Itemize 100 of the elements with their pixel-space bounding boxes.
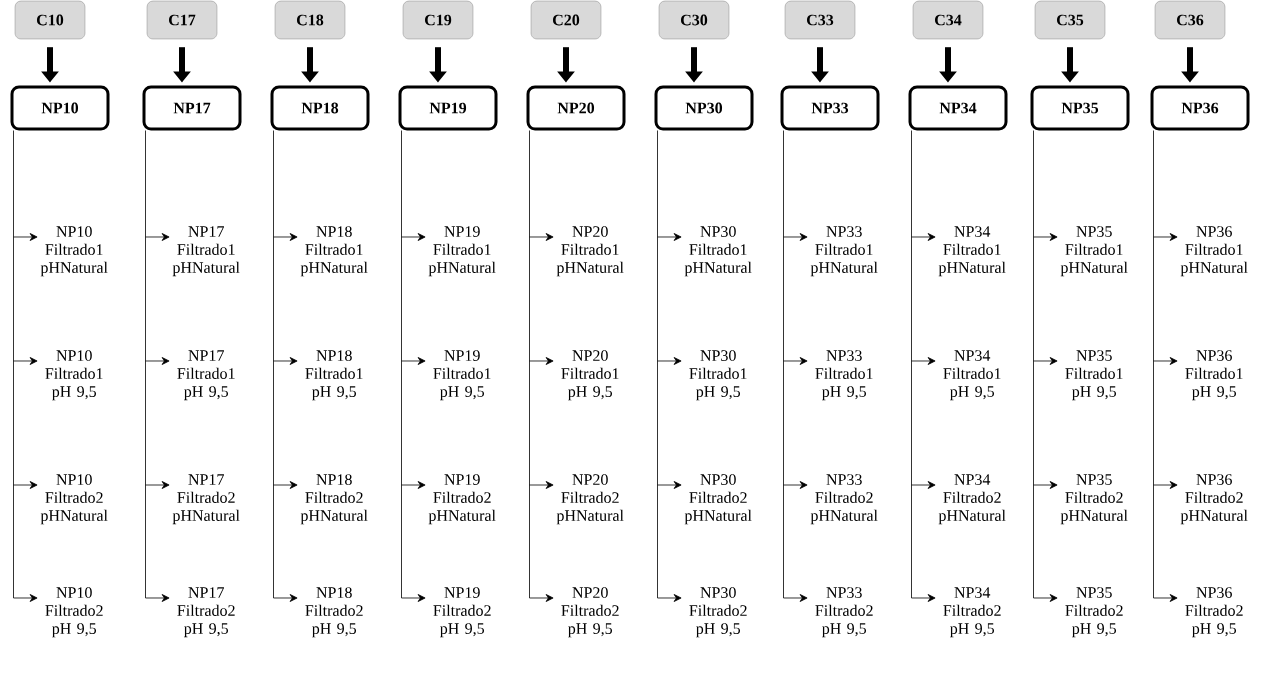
sample-box: NP19 xyxy=(398,85,498,131)
sample-label: NP34 Filtrado2 pHNatural xyxy=(938,474,1006,525)
sample-label: NP33 Filtrado2 pHNatural xyxy=(810,474,878,525)
branch-arrow xyxy=(911,233,936,241)
branch-arrow xyxy=(1153,357,1178,365)
branch-arrow xyxy=(529,594,554,602)
sample-label: NP10 Filtrado1 pHNatural xyxy=(40,226,108,277)
sample-label: NP17 Filtrado1 pH 9,5 xyxy=(177,350,235,401)
branch-arrow xyxy=(1153,594,1178,602)
sample-label: NP10 Filtrado2 pH 9,5 xyxy=(45,587,103,638)
sample-box: NP36 xyxy=(1150,85,1250,131)
sample-label: NP30 Filtrado2 pHNatural xyxy=(684,474,752,525)
branch-arrow xyxy=(401,481,426,489)
branch-arrow xyxy=(1033,481,1058,489)
branch-arrow xyxy=(401,233,426,241)
sample-label: NP19 Filtrado1 pHNatural xyxy=(428,226,496,277)
branch-arrow xyxy=(911,357,936,365)
branch-arrow xyxy=(657,357,682,365)
trunk-line xyxy=(13,130,14,599)
sample-label: NP20 Filtrado1 pH 9,5 xyxy=(561,350,619,401)
sample-label: NP36 Filtrado2 pH 9,5 xyxy=(1185,587,1243,638)
branch-arrow xyxy=(783,594,808,602)
label-box: C18 xyxy=(274,0,346,40)
sample-label: NP34 Filtrado1 pH 9,5 xyxy=(943,350,1001,401)
trunk-line xyxy=(273,130,274,599)
branch-arrow xyxy=(401,594,426,602)
sample-label: NP18 Filtrado1 pH 9,5 xyxy=(305,350,363,401)
sample-label: NP35 Filtrado1 pH 9,5 xyxy=(1065,350,1123,401)
sample-label: NP17 Filtrado1 pHNatural xyxy=(172,226,240,277)
branch-arrow xyxy=(783,357,808,365)
branch-arrow xyxy=(911,594,936,602)
sample-label: NP18 Filtrado2 pH 9,5 xyxy=(305,587,363,638)
branch-arrow xyxy=(145,594,170,602)
trunk-line xyxy=(401,130,402,599)
sample-box: NP10 xyxy=(10,85,110,131)
label-box: C30 xyxy=(658,0,730,40)
sample-label: NP10 Filtrado1 pH 9,5 xyxy=(45,350,103,401)
branch-arrow xyxy=(783,481,808,489)
sample-box: NP17 xyxy=(142,85,242,131)
label-box: C33 xyxy=(784,0,856,40)
branch-arrow xyxy=(911,481,936,489)
sample-label: NP30 Filtrado1 pHNatural xyxy=(684,226,752,277)
sample-label: NP34 Filtrado1 pHNatural xyxy=(938,226,1006,277)
sample-box: NP34 xyxy=(908,85,1008,131)
branch-arrow xyxy=(145,233,170,241)
sample-label: NP35 Filtrado2 pHNatural xyxy=(1060,474,1128,525)
branch-arrow xyxy=(657,233,682,241)
sample-label: NP33 Filtrado1 pH 9,5 xyxy=(815,350,873,401)
branch-arrow xyxy=(529,357,554,365)
branch-arrow xyxy=(13,357,38,365)
sample-label: NP33 Filtrado1 pHNatural xyxy=(810,226,878,277)
branch-arrow xyxy=(273,357,298,365)
sample-label: NP17 Filtrado2 pHNatural xyxy=(172,474,240,525)
sample-label: NP36 Filtrado1 pH 9,5 xyxy=(1185,350,1243,401)
branch-arrow xyxy=(273,233,298,241)
branch-arrow xyxy=(1033,357,1058,365)
label-box: C17 xyxy=(146,0,218,40)
sample-label: NP33 Filtrado2 pH 9,5 xyxy=(815,587,873,638)
sample-box: NP30 xyxy=(654,85,754,131)
sample-label: NP19 Filtrado2 pHNatural xyxy=(428,474,496,525)
branch-arrow xyxy=(145,357,170,365)
sample-label: NP36 Filtrado1 pHNatural xyxy=(1180,226,1248,277)
sample-label: NP35 Filtrado1 pHNatural xyxy=(1060,226,1128,277)
sample-label: NP36 Filtrado2 pHNatural xyxy=(1180,474,1248,525)
branch-arrow xyxy=(1153,233,1178,241)
sample-label: NP30 Filtrado2 pH 9,5 xyxy=(689,587,747,638)
branch-arrow xyxy=(273,594,298,602)
trunk-line xyxy=(1033,130,1034,599)
branch-arrow xyxy=(529,481,554,489)
branch-arrow xyxy=(273,481,298,489)
sample-label: NP18 Filtrado2 pHNatural xyxy=(300,474,368,525)
sample-label: NP19 Filtrado2 pH 9,5 xyxy=(433,587,491,638)
sample-label: NP20 Filtrado2 pHNatural xyxy=(556,474,624,525)
label-box: C36 xyxy=(1154,0,1226,40)
trunk-line xyxy=(145,130,146,599)
sample-label: NP10 Filtrado2 pHNatural xyxy=(40,474,108,525)
label-box: C10 xyxy=(14,0,86,40)
branch-arrow xyxy=(1033,233,1058,241)
label-box: C20 xyxy=(530,0,602,40)
sample-label: NP35 Filtrado2 pH 9,5 xyxy=(1065,587,1123,638)
sample-label: NP19 Filtrado1 pH 9,5 xyxy=(433,350,491,401)
sample-label: NP30 Filtrado1 pH 9,5 xyxy=(689,350,747,401)
trunk-line xyxy=(657,130,658,599)
sample-label: NP17 Filtrado2 pH 9,5 xyxy=(177,587,235,638)
sample-box: NP20 xyxy=(526,85,626,131)
branch-arrow xyxy=(529,233,554,241)
sample-label: NP18 Filtrado1 pHNatural xyxy=(300,226,368,277)
branch-arrow xyxy=(13,594,38,602)
sample-box: NP33 xyxy=(780,85,880,131)
branch-arrow xyxy=(657,594,682,602)
trunk-line xyxy=(783,130,784,599)
branch-arrow xyxy=(401,357,426,365)
label-box: C19 xyxy=(402,0,474,40)
sample-label: NP34 Filtrado2 pH 9,5 xyxy=(943,587,1001,638)
label-box: C34 xyxy=(912,0,984,40)
branch-arrow xyxy=(783,233,808,241)
sample-box: NP35 xyxy=(1030,85,1130,131)
sample-label: NP20 Filtrado1 pHNatural xyxy=(556,226,624,277)
branch-arrow xyxy=(13,481,38,489)
trunk-line xyxy=(529,130,530,599)
